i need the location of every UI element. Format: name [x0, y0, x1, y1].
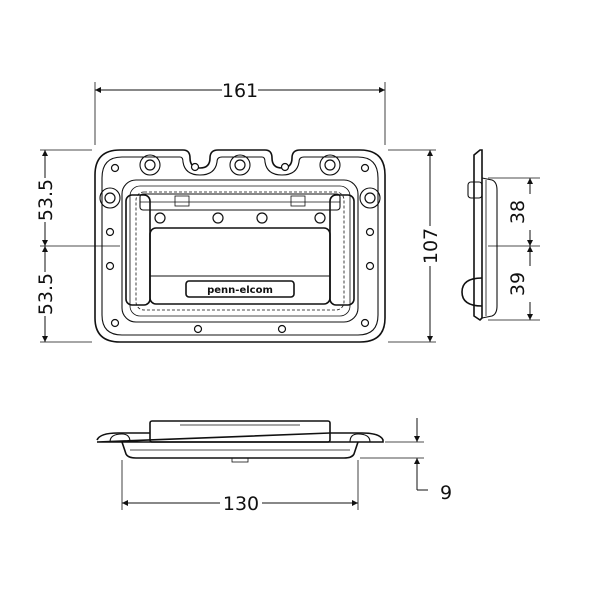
dimension-bottom-width: 130 — [121, 460, 359, 515]
mounting-holes-small — [105, 162, 375, 334]
logo-text: penn-elcom — [207, 285, 273, 296]
hinge-slot — [174, 195, 190, 207]
dim-label-bottom-depth: 9 — [440, 482, 452, 504]
bottom-nub — [231, 457, 249, 463]
bottom-flange — [96, 432, 384, 443]
dim-label-overall-height: 107 — [420, 228, 442, 264]
side-flange — [473, 149, 483, 322]
dimension-side-depths: 38 39 — [488, 177, 540, 321]
logo-plate — [185, 280, 295, 298]
side-hinge-block — [467, 181, 483, 199]
side-handle-curl — [461, 277, 483, 307]
dimension-overall-width: 161 — [94, 80, 386, 145]
dimension-left-heights: 53.5 53.5 — [35, 149, 120, 343]
bottom-flange-tabs — [109, 433, 371, 443]
flange-inner-outline — [101, 156, 379, 336]
dish-hidden-line — [135, 191, 345, 311]
dimension-bottom-depth: 9 — [360, 418, 452, 504]
dim-label-overall-width: 161 — [222, 80, 258, 102]
front-view: penn-elcom — [94, 149, 386, 343]
hinge-rivets — [154, 212, 326, 224]
flange-outline — [94, 149, 386, 343]
bottom-view — [96, 420, 384, 463]
dim-label-side-upper: 38 — [507, 200, 529, 224]
handle-grip — [149, 227, 331, 305]
dimension-overall-height: 107 — [388, 149, 442, 343]
side-view — [461, 149, 498, 322]
dim-label-upper-half: 53.5 — [35, 179, 57, 221]
mounting-holes-large — [99, 154, 381, 209]
dim-label-lower-half: 53.5 — [35, 273, 57, 315]
dish-inner-outline — [129, 185, 351, 317]
dim-label-side-lower: 39 — [507, 272, 529, 296]
hinge-slot — [290, 195, 306, 207]
dim-label-bottom-width: 130 — [223, 493, 259, 515]
dish-outline — [121, 179, 359, 323]
side-dish — [481, 177, 498, 319]
